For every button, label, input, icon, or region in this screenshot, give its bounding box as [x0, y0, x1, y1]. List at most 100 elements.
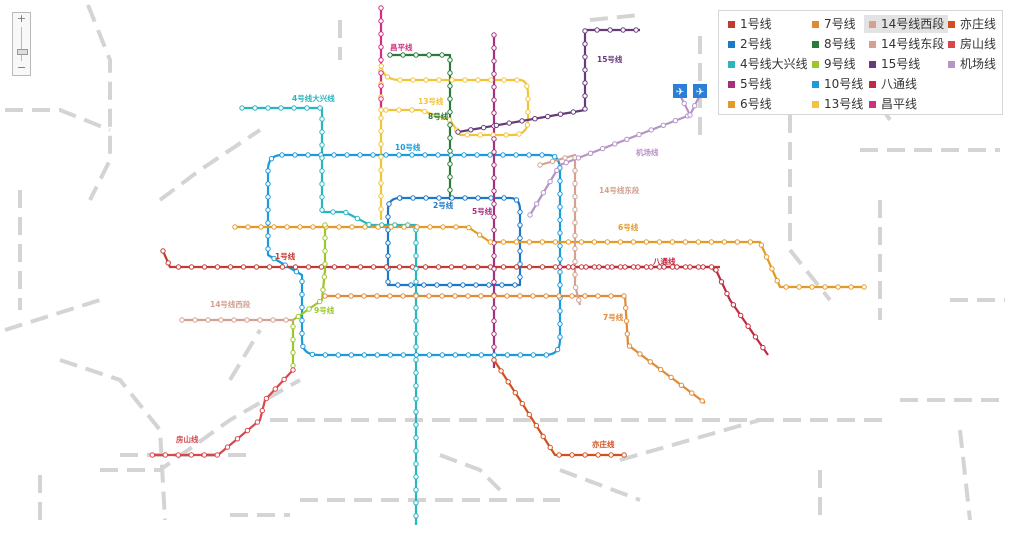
- station-marker[interactable]: [491, 110, 497, 116]
- station-marker[interactable]: [409, 152, 415, 158]
- station-marker[interactable]: [452, 293, 458, 299]
- station-marker[interactable]: [692, 103, 698, 109]
- station-marker[interactable]: [305, 152, 311, 158]
- station-marker[interactable]: [413, 487, 419, 493]
- station-marker[interactable]: [530, 352, 536, 358]
- station-marker[interactable]: [378, 44, 384, 50]
- station-marker[interactable]: [678, 382, 685, 388]
- station-marker[interactable]: [378, 107, 384, 113]
- station-marker[interactable]: [306, 306, 312, 312]
- station-marker[interactable]: [413, 383, 419, 389]
- legend-item-yizhuang[interactable]: 亦庄线: [943, 15, 1000, 33]
- station-marker[interactable]: [160, 248, 166, 254]
- station-marker[interactable]: [513, 264, 520, 270]
- station-marker[interactable]: [218, 317, 224, 323]
- station-marker[interactable]: [491, 58, 497, 64]
- station-marker[interactable]: [491, 45, 497, 51]
- station-marker[interactable]: [587, 150, 594, 157]
- station-marker[interactable]: [344, 152, 350, 158]
- station-marker[interactable]: [290, 362, 296, 369]
- station-marker[interactable]: [476, 232, 483, 238]
- station-marker[interactable]: [378, 193, 384, 199]
- station-marker[interactable]: [319, 142, 325, 148]
- station-marker[interactable]: [491, 162, 497, 168]
- station-marker[interactable]: [493, 122, 500, 129]
- station-marker[interactable]: [575, 155, 582, 161]
- station-marker[interactable]: [378, 18, 384, 24]
- station-marker[interactable]: [265, 246, 271, 252]
- station-marker[interactable]: [299, 317, 305, 324]
- station-marker[interactable]: [270, 317, 276, 323]
- station-marker[interactable]: [331, 264, 338, 270]
- station-marker[interactable]: [491, 253, 497, 259]
- station-marker[interactable]: [453, 224, 459, 230]
- station-marker[interactable]: [543, 293, 549, 299]
- station-marker[interactable]: [557, 334, 563, 340]
- station-marker[interactable]: [604, 239, 611, 245]
- station-marker[interactable]: [378, 141, 384, 147]
- station-marker[interactable]: [537, 162, 543, 168]
- station-marker[interactable]: [636, 131, 642, 138]
- station-marker[interactable]: [447, 174, 453, 180]
- station-marker[interactable]: [224, 444, 231, 450]
- station-marker[interactable]: [254, 419, 261, 425]
- station-marker[interactable]: [503, 132, 509, 138]
- legend-item-line-4-daxing[interactable]: 4号线大兴线: [723, 55, 812, 73]
- station-marker[interactable]: [557, 321, 563, 327]
- station-marker[interactable]: [396, 152, 402, 158]
- station-marker[interactable]: [582, 28, 588, 34]
- station-marker[interactable]: [534, 201, 540, 207]
- station-marker[interactable]: [440, 224, 446, 230]
- station-marker[interactable]: [513, 197, 520, 203]
- station-marker[interactable]: [563, 159, 569, 166]
- station-marker[interactable]: [366, 221, 372, 228]
- legend-item-line-8[interactable]: 8号线: [807, 35, 860, 53]
- station-marker[interactable]: [279, 152, 285, 158]
- station-marker[interactable]: [423, 195, 429, 201]
- station-marker[interactable]: [512, 390, 518, 396]
- station-marker[interactable]: [557, 282, 563, 288]
- station-marker[interactable]: [498, 368, 504, 374]
- station-marker[interactable]: [388, 224, 394, 230]
- zoom-track[interactable]: [21, 27, 22, 61]
- station-marker[interactable]: [319, 116, 325, 122]
- station-marker[interactable]: [245, 224, 251, 230]
- station-marker[interactable]: [413, 331, 419, 337]
- station-marker[interactable]: [708, 239, 715, 245]
- station-marker[interactable]: [413, 370, 419, 376]
- station-marker[interactable]: [426, 52, 432, 58]
- station-marker[interactable]: [179, 317, 185, 323]
- station-marker[interactable]: [265, 181, 271, 187]
- station-marker[interactable]: [240, 264, 247, 270]
- station-marker[interactable]: [361, 352, 367, 358]
- station-marker[interactable]: [583, 264, 589, 270]
- station-marker[interactable]: [387, 293, 393, 299]
- station-marker[interactable]: [362, 224, 368, 230]
- station-marker[interactable]: [396, 264, 403, 270]
- station-marker[interactable]: [435, 152, 441, 158]
- station-marker[interactable]: [734, 239, 741, 245]
- station-marker[interactable]: [687, 264, 693, 270]
- station-marker[interactable]: [447, 282, 453, 288]
- station-marker[interactable]: [594, 27, 600, 33]
- station-marker[interactable]: [413, 513, 419, 519]
- station-marker[interactable]: [383, 107, 389, 113]
- station-marker[interactable]: [500, 239, 507, 245]
- station-marker[interactable]: [413, 279, 419, 285]
- station-marker[interactable]: [383, 152, 389, 158]
- station-marker[interactable]: [769, 266, 775, 272]
- legend-item-line-6[interactable]: 6号线: [723, 95, 776, 113]
- station-marker[interactable]: [514, 77, 520, 83]
- station-marker[interactable]: [517, 293, 523, 299]
- station-marker[interactable]: [319, 181, 325, 187]
- station-marker[interactable]: [244, 427, 251, 434]
- station-marker[interactable]: [434, 112, 440, 119]
- station-marker[interactable]: [413, 409, 419, 415]
- station-marker[interactable]: [426, 352, 432, 358]
- station-marker[interactable]: [516, 131, 522, 137]
- station-marker[interactable]: [595, 452, 601, 458]
- station-marker[interactable]: [258, 224, 264, 230]
- station-marker[interactable]: [617, 264, 624, 270]
- station-marker[interactable]: [501, 77, 507, 83]
- station-marker[interactable]: [413, 240, 419, 246]
